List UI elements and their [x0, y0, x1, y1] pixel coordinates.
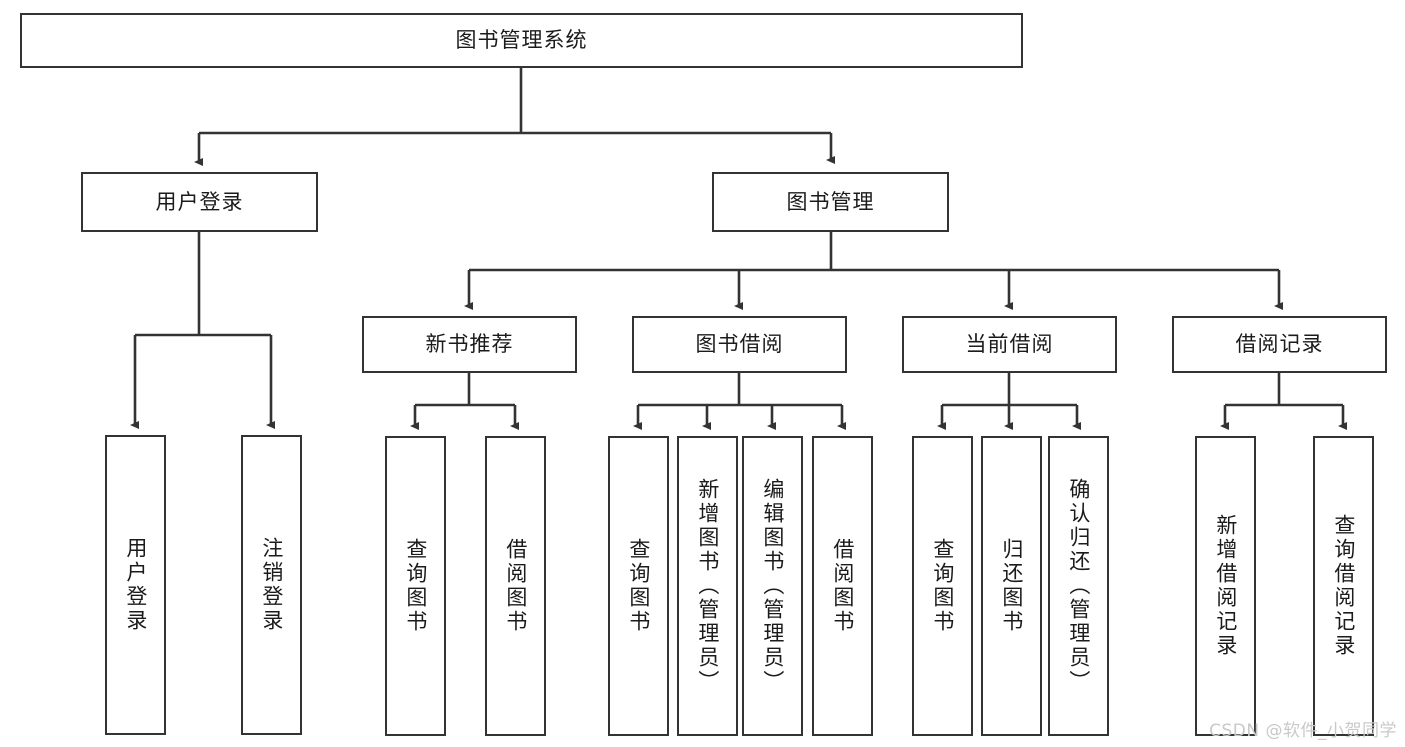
leaf-new-book-borrow[interactable]: 借阅图书	[485, 436, 546, 736]
node-current-borrow[interactable]: 当前借阅	[902, 316, 1117, 373]
node-label: 新增借阅记录	[1213, 514, 1238, 658]
node-label: 查询图书	[403, 538, 428, 634]
node-new-book-recommend[interactable]: 新书推荐	[362, 316, 577, 373]
leaf-borrow-query-book[interactable]: 查询图书	[608, 436, 669, 736]
node-label: 当前借阅	[965, 332, 1054, 357]
leaf-current-query-book[interactable]: 查询图书	[912, 436, 973, 736]
node-root-book-management-system[interactable]: 图书管理系统	[20, 13, 1023, 68]
node-label: 新书推荐	[425, 332, 514, 357]
leaf-user-login-signout[interactable]: 注销登录	[241, 435, 302, 735]
leaf-current-return-book[interactable]: 归还图书	[981, 436, 1042, 736]
node-label: 查询图书	[930, 538, 955, 634]
node-label: 图书管理	[786, 189, 875, 214]
node-book-borrow[interactable]: 图书借阅	[632, 316, 847, 373]
leaf-current-confirm-return-admin[interactable]: 确认归还（管理员）	[1048, 436, 1109, 736]
node-label: 注销登录	[259, 537, 284, 633]
node-label: 新增图书（管理员）	[695, 478, 720, 694]
node-label: 用户登录	[123, 537, 148, 633]
csdn-watermark: CSDN @软件_小贺同学	[1209, 721, 1397, 741]
node-label: 确认归还（管理员）	[1066, 478, 1091, 694]
node-user-login[interactable]: 用户登录	[81, 172, 318, 232]
node-book-management[interactable]: 图书管理	[712, 172, 949, 232]
node-label: 查询借阅记录	[1331, 514, 1356, 658]
node-label: 借阅图书	[503, 538, 528, 634]
node-label: 查询图书	[626, 538, 651, 634]
leaf-borrow-edit-book-admin[interactable]: 编辑图书（管理员）	[742, 436, 803, 736]
leaf-record-query[interactable]: 查询借阅记录	[1313, 436, 1374, 736]
node-label: 图书借阅	[695, 332, 784, 357]
leaf-new-book-query[interactable]: 查询图书	[385, 436, 446, 736]
leaf-borrow-add-book-admin[interactable]: 新增图书（管理员）	[677, 436, 738, 736]
node-label: 编辑图书（管理员）	[760, 478, 785, 694]
node-label: 图书管理系统	[455, 28, 588, 53]
leaf-user-login-signin[interactable]: 用户登录	[105, 435, 166, 735]
node-label: 借阅图书	[830, 538, 855, 634]
node-borrow-record[interactable]: 借阅记录	[1172, 316, 1387, 373]
leaf-borrow-borrow-book[interactable]: 借阅图书	[812, 436, 873, 736]
node-label: 归还图书	[999, 538, 1024, 634]
leaf-record-add[interactable]: 新增借阅记录	[1195, 436, 1256, 736]
node-label: 用户登录	[155, 189, 244, 214]
node-label: 借阅记录	[1235, 332, 1324, 357]
